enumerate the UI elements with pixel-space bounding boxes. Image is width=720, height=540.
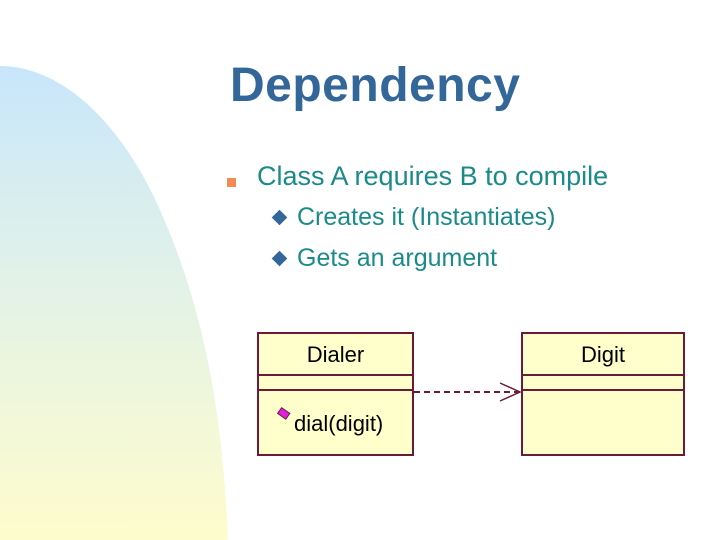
slide-title: Dependency — [230, 59, 521, 112]
sub-bullet-text: Gets an argument — [297, 244, 498, 272]
square-bullet-icon — [227, 178, 236, 187]
sub-bullet: Creates it (Instantiates) — [271, 203, 555, 232]
class-name-digit: Digit — [580, 342, 625, 367]
class-box-dialer — [257, 332, 414, 456]
class-box-digit — [521, 332, 685, 456]
class-name-dialer: Dialer — [306, 342, 365, 367]
operation-dial: dial(digit) — [294, 411, 384, 436]
sub-bullet: Gets an argument — [271, 244, 497, 273]
operation-icon — [276, 406, 291, 420]
bullet-text: Class A requires B to compile — [257, 161, 609, 191]
dependency-arrow — [414, 382, 522, 402]
sub-bullet-text: Creates it (Instantiates) — [297, 203, 556, 231]
